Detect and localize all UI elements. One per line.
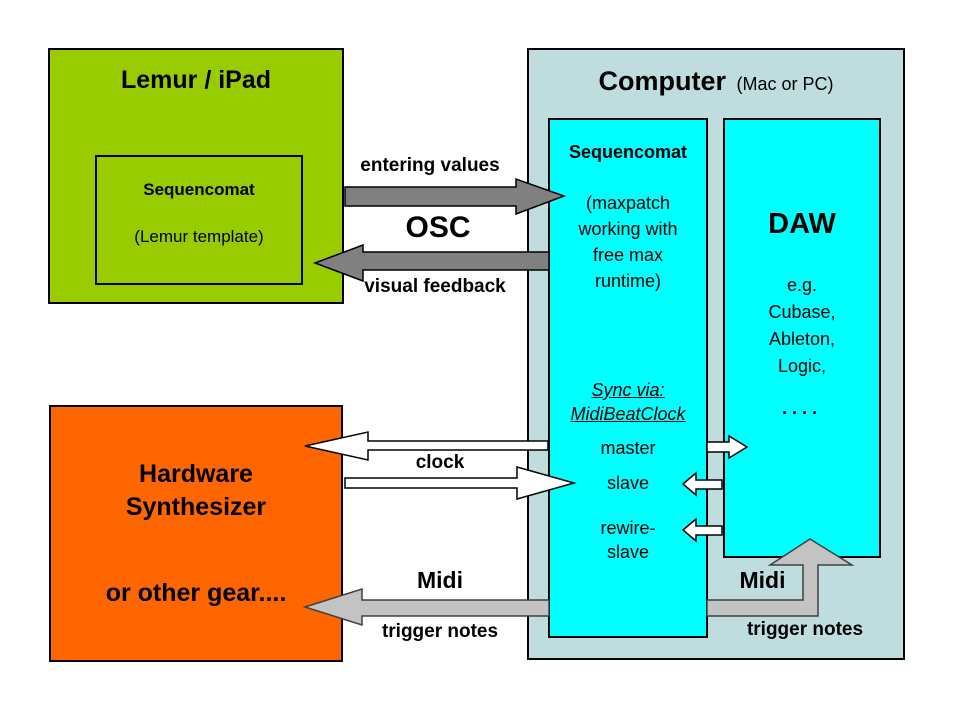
seq-module-body: (maxpatch working with free max runtime) <box>548 190 708 294</box>
lemur-ipad-box <box>48 48 344 304</box>
clock-label: clock <box>415 452 465 473</box>
computer-title-main: Computer <box>598 66 727 96</box>
hardware-synthesizer-box <box>49 405 343 662</box>
daw-title: DAW <box>768 208 836 240</box>
daw-body-line: Cubase, <box>768 302 836 322</box>
osc-entering-values-label: entering values <box>360 155 500 176</box>
hardware-subtitle: or other gear.... <box>105 579 287 607</box>
lemur-module-subtitle: (Lemur template) <box>134 227 264 246</box>
sync-mode-master: master <box>600 438 656 458</box>
computer-title-suffix: (Mac or PC) <box>736 74 834 94</box>
seq-body-line: (maxpatch <box>585 193 671 213</box>
midi-hardware-label: Midi <box>417 567 463 593</box>
daw-body-line: Ableton, <box>768 329 836 349</box>
daw-body: e.g. Cubase, Ableton, Logic, <box>723 272 881 380</box>
hardware-title: Hardware Synthesizer <box>49 458 343 524</box>
osc-label: OSC <box>405 211 471 244</box>
daw-ellipsis: .... <box>781 398 822 418</box>
sync-heading-line1: Sync via: <box>591 380 665 400</box>
sync-heading-line2: MidiBeatClock <box>570 404 686 424</box>
lemur-module-title: Sequencomat <box>143 180 255 199</box>
seq-module-title: Sequencomat <box>568 142 688 162</box>
computer-box-title: Computer (Mac or PC) <box>527 66 905 97</box>
sequencomat-maxpatch-box <box>548 118 708 638</box>
lemur-box-title: Lemur / iPad <box>120 66 272 94</box>
midi-hardware-sublabel: trigger notes <box>381 621 499 642</box>
seq-body-line: working with <box>578 219 678 239</box>
midi-daw-sublabel: trigger notes <box>746 619 864 640</box>
seq-body-line: free max <box>592 245 664 265</box>
midi-daw-label: Midi <box>739 567 786 593</box>
sync-mode-rewire-line2: slave <box>606 542 650 562</box>
sync-mode-slave: slave <box>606 473 650 493</box>
sync-mode-rewire-line1: rewire- <box>600 518 656 538</box>
daw-body-line: Logic, <box>777 356 827 376</box>
daw-box <box>723 118 881 558</box>
hardware-title-line1: Hardware <box>139 460 253 488</box>
sequencomat-lemur-template-box <box>95 155 303 285</box>
seq-body-line: runtime) <box>594 271 661 291</box>
daw-body-line: e.g. <box>786 275 818 295</box>
osc-visual-feedback-label: visual feedback <box>364 276 506 297</box>
hardware-title-line2: Synthesizer <box>125 493 267 521</box>
